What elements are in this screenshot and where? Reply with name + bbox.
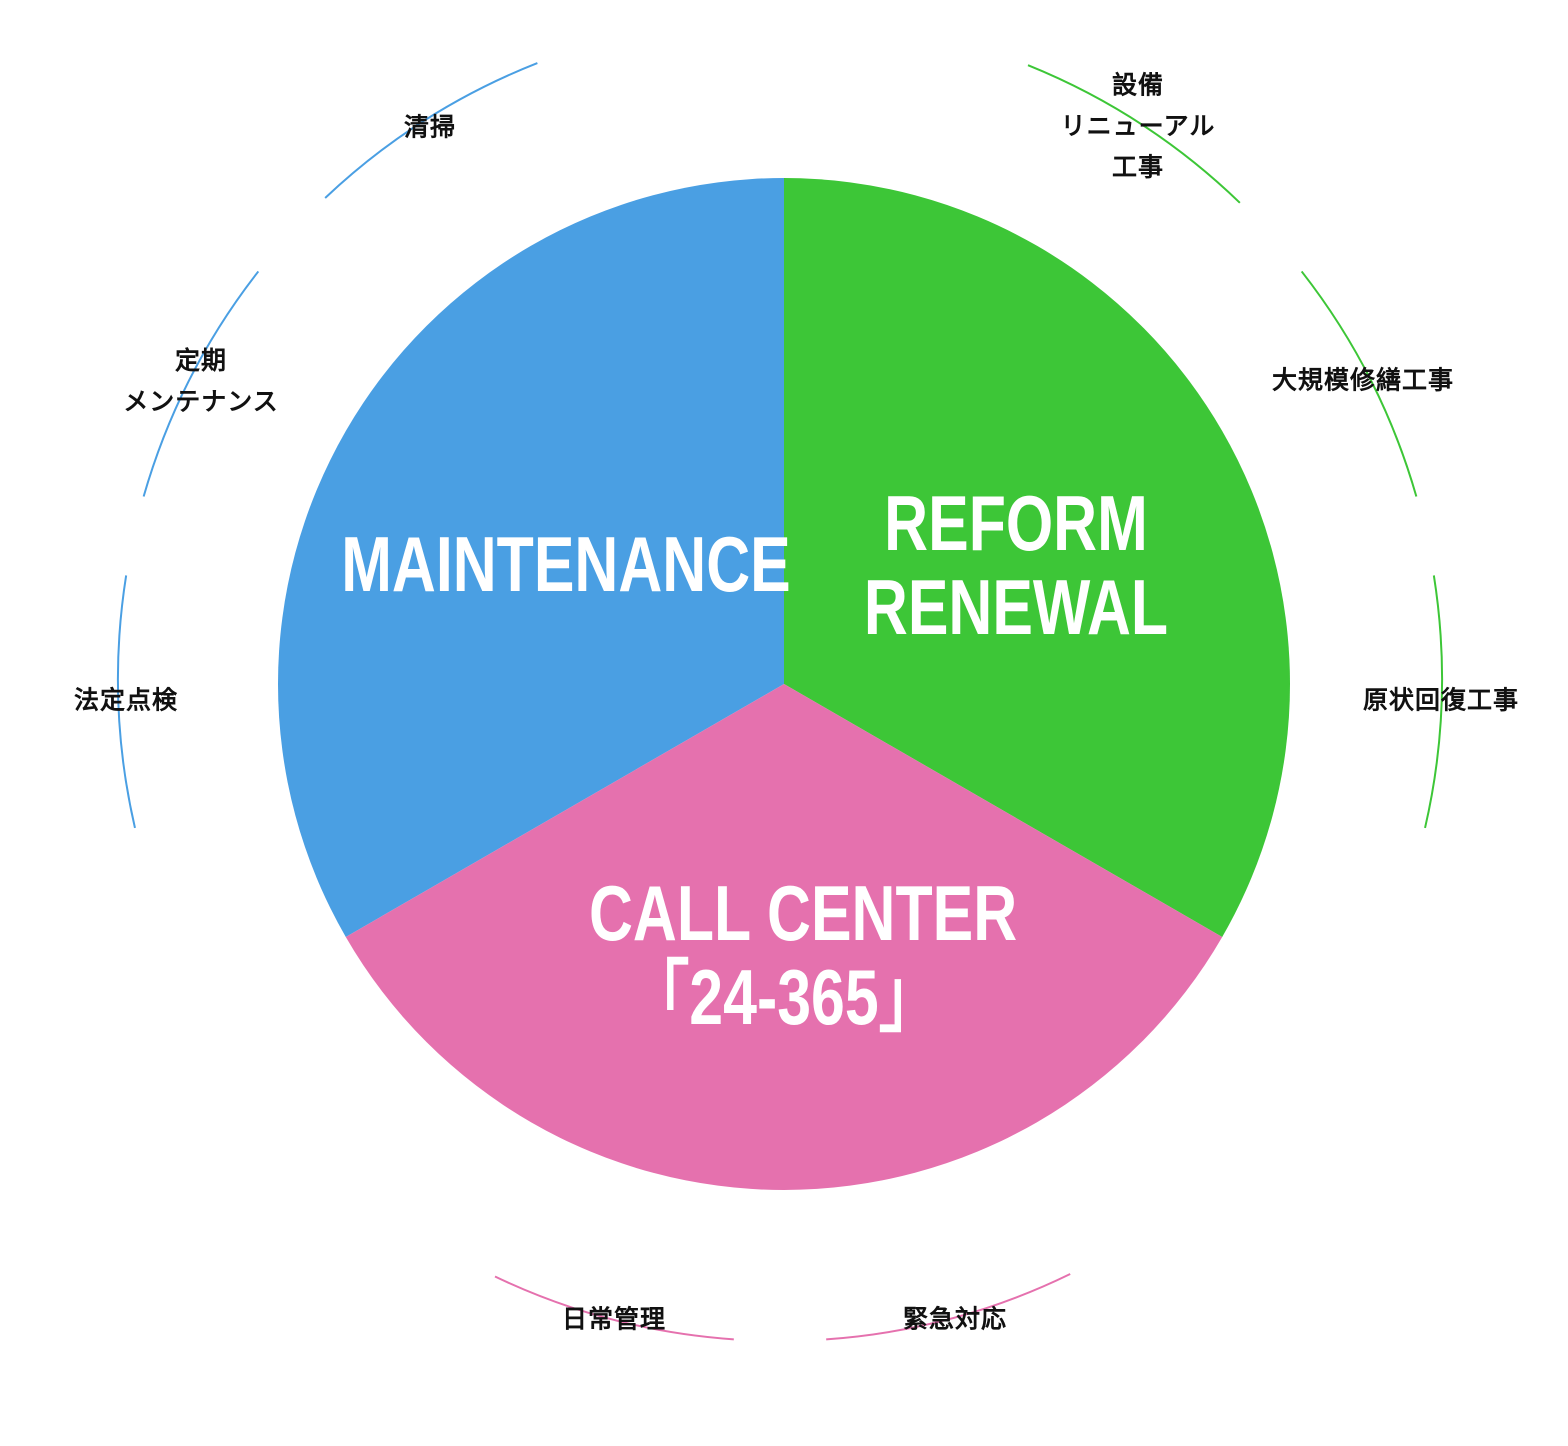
service-label-emergency: 緊急対応 <box>903 1299 1007 1340</box>
service-label-daily-management: 日常管理 <box>562 1299 666 1340</box>
ring-arc-maintenance <box>142 270 260 497</box>
ring-arc-callcenter <box>826 1273 1071 1341</box>
ring-arc-maintenance <box>324 62 538 199</box>
ring-arc-reform <box>1300 270 1418 497</box>
pie-wedge-maintenance <box>277 178 784 937</box>
service-label-line: 定期 <box>174 346 228 375</box>
pie-wedge-reform <box>784 178 1291 937</box>
service-label-legal-inspection: 法定点検 <box>74 680 178 721</box>
core-label-callcenter: CALL CENTER 「24-365」 <box>589 869 1018 1041</box>
ring-arc-reform <box>1027 64 1241 204</box>
service-label-line: 設備 <box>1111 70 1165 100</box>
core-label-reform: REFORM RENEWAL <box>829 481 1203 649</box>
pie-wedge-callcenter <box>345 684 1223 1190</box>
core-label-callcenter-line-1: CALL CENTER <box>589 869 1018 957</box>
service-label-periodic-maintenance: 定期 メンテナンス <box>123 340 279 422</box>
service-label-line: 日常管理 <box>561 1304 667 1334</box>
ring-arc-reform <box>1424 575 1443 829</box>
service-label-line: 原状回復工事 <box>1362 685 1520 715</box>
service-label-line: リニューアル <box>1060 111 1216 141</box>
service-label-line: 工事 <box>1111 152 1165 182</box>
service-label-line: 大規模修繕工事 <box>1271 365 1455 395</box>
core-label-maintenance: MAINTENANCE <box>341 520 791 608</box>
service-label-equipment-renewal: 設備 リニューアル 工事 <box>1061 65 1216 188</box>
core-label-reform-line-2: RENEWAL <box>863 563 1169 651</box>
ring-arc-maintenance <box>117 575 136 829</box>
service-label-large-repair: 大規模修繕工事 <box>1272 360 1454 401</box>
service-label-line: 清掃 <box>403 112 457 142</box>
service-label-line: 法定点検 <box>73 685 179 715</box>
core-label-reform-line-1: REFORM <box>884 479 1148 567</box>
core-label-maintenance-line-1: MAINTENANCE <box>341 520 791 608</box>
ring-arc-callcenter <box>494 1275 734 1341</box>
service-label-line: メンテナンス <box>123 387 279 416</box>
service-label-cleaning: 清掃 <box>404 107 456 148</box>
service-label-line: 緊急対応 <box>902 1304 1008 1334</box>
outer-ring <box>117 62 1443 1341</box>
core-label-callcenter-line-2: 「24-365」 <box>628 953 940 1041</box>
service-label-restoration: 原状回復工事 <box>1363 680 1519 721</box>
core-pie <box>277 178 1291 1190</box>
